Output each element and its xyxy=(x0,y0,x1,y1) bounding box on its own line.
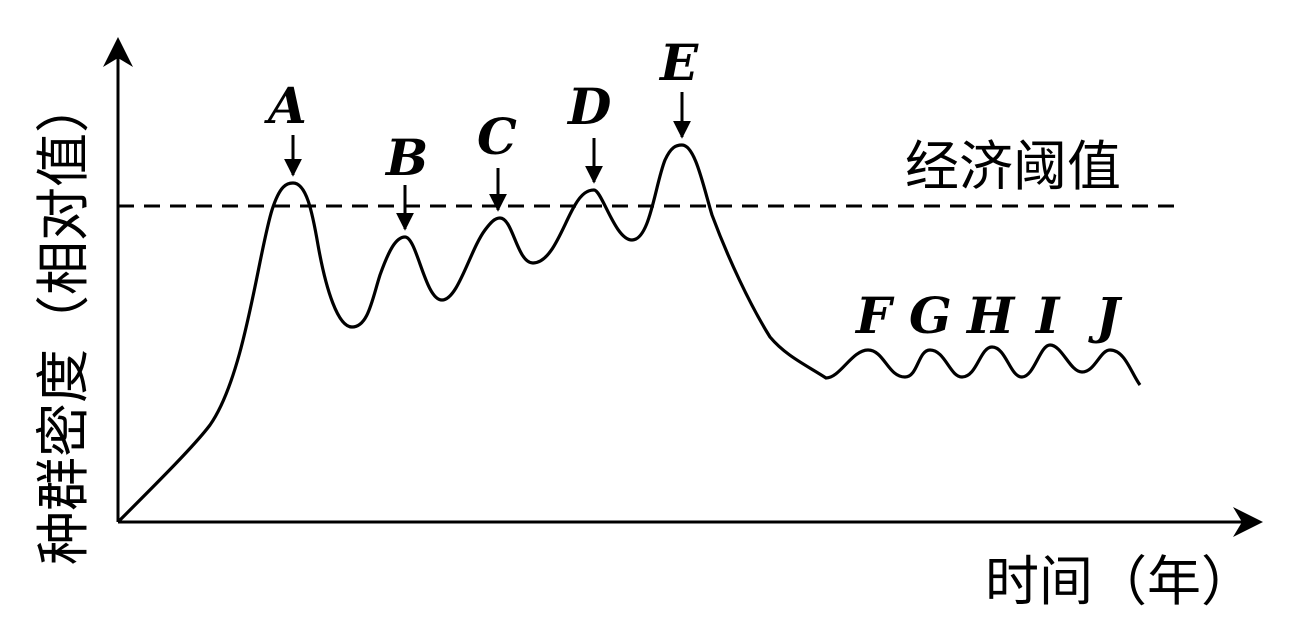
threshold-label: 经济阈值 xyxy=(905,135,1121,198)
peak-label-E: E xyxy=(658,33,699,92)
population-curve xyxy=(116,143,1142,524)
peak-label-C: C xyxy=(477,107,517,166)
peak-label-J: J xyxy=(1088,286,1123,345)
peak-label-G: G xyxy=(909,286,952,345)
peak-label-F: F xyxy=(854,286,895,345)
y-axis-label: 种群密度（相对值） xyxy=(32,79,95,565)
peak-label-I: I xyxy=(1034,286,1061,345)
peak-label-B: B xyxy=(384,128,428,187)
peak-label-A: A xyxy=(264,76,307,135)
x-axis-label: 时间（年） xyxy=(985,550,1255,613)
peak-label-H: H xyxy=(965,286,1016,345)
peak-label-D: D xyxy=(566,77,611,136)
